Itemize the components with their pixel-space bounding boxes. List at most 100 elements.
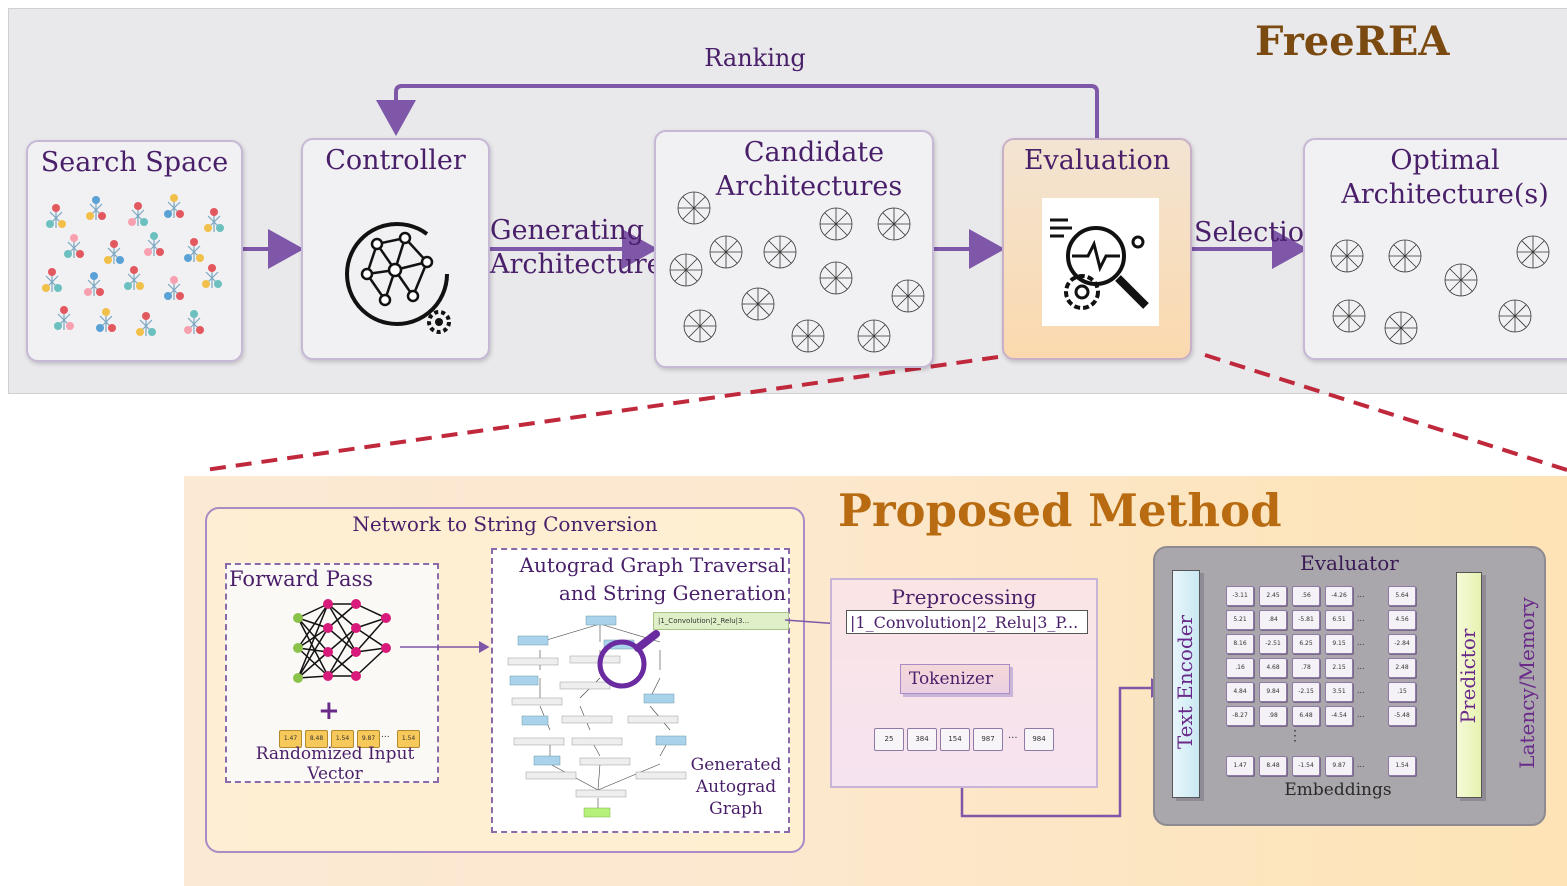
- freerea-title: FreeREA: [1255, 18, 1450, 65]
- vector-cell: 1.47: [279, 730, 302, 748]
- token-cell: 154: [940, 728, 970, 751]
- tokens-to-encoder-arrow: [960, 678, 1169, 818]
- predictor-block: [1456, 572, 1482, 798]
- selection-label: Selection: [1194, 217, 1322, 248]
- autograd-label-line1: Autograd Graph Traversal: [519, 553, 786, 577]
- vector-cell: 8.48: [305, 730, 328, 748]
- predictor-label: Predictor: [1456, 628, 1480, 724]
- ranking-arrow: [376, 84, 1099, 138]
- neural-network-gear-icon: [345, 222, 451, 334]
- candidate-label-line2: Architectures: [715, 171, 903, 202]
- random-vector-label: Randomized Input Vector: [245, 744, 425, 784]
- embedding-cell: 2.48: [1388, 658, 1416, 678]
- embedding-cell: -5.48: [1388, 706, 1416, 726]
- evaluation-label: Evaluation: [1023, 145, 1171, 176]
- text-encoder-label: Text Encoder: [1173, 614, 1197, 750]
- token-cell: 984: [1024, 728, 1054, 751]
- embedding-cell: 9.84: [1259, 682, 1287, 702]
- embedding-ellipsis: ...: [1357, 614, 1365, 623]
- embedding-cell: .78: [1292, 658, 1320, 678]
- evaluation-box: Evaluation: [1002, 138, 1192, 360]
- autograd-label-line2: and String Generation: [558, 581, 786, 605]
- embedding-cell: 6.51: [1325, 610, 1353, 630]
- candidate-architectures-box: Candidate Architectures: [654, 130, 934, 368]
- evaluation-icon: [1042, 198, 1159, 326]
- embedding-cell: 4.68: [1259, 658, 1287, 678]
- embedding-cell: 5.64: [1388, 586, 1416, 606]
- preprocessing-string: |1_Convolution|2_Relu|3_P...: [846, 610, 1088, 634]
- controller-label: Controller: [325, 145, 466, 176]
- embedding-cell: -5.81: [1292, 610, 1320, 630]
- generated-graph-label-line3: Graph: [709, 799, 763, 819]
- token-ellipsis: ...: [1008, 730, 1018, 741]
- token-cell: 25: [874, 728, 904, 751]
- embedding-cell: 8.48: [1259, 756, 1287, 776]
- random-vector-label-line1: Randomized Input: [255, 744, 415, 764]
- optimal-architectures-box: Optimal Architecture(s): [1303, 138, 1567, 360]
- embedding-cell: -1.54: [1292, 756, 1320, 776]
- embedding-cell: 9.15: [1325, 634, 1353, 654]
- zoom-line-right: [1204, 353, 1567, 472]
- tokenizer-box: Tokenizer: [900, 664, 1010, 694]
- optimal-label-line1: Optimal: [1390, 145, 1500, 176]
- embedding-cell: 4.56: [1388, 610, 1416, 630]
- embedding-ellipsis: ...: [1357, 662, 1365, 671]
- search-space-networks-icon: [42, 194, 224, 336]
- embedding-cell: 2.45: [1259, 586, 1287, 606]
- embeddings-label: Embeddings: [1284, 780, 1392, 800]
- embedding-cell: 6.48: [1292, 706, 1320, 726]
- forward-pass-label: Forward Pass: [229, 567, 374, 591]
- embedding-cell: 6.25: [1292, 634, 1320, 654]
- generated-graph-label-line2: Autograd: [695, 777, 777, 797]
- embedding-cell: 8.16: [1226, 634, 1254, 654]
- token-cell: 384: [907, 728, 937, 751]
- embedding-ellipsis: ...: [1357, 760, 1365, 769]
- embedding-ellipsis: ...: [1357, 638, 1365, 647]
- embedding-cell: .56: [1292, 586, 1320, 606]
- generated-graph-label: Generated Autograd Graph: [680, 754, 792, 820]
- embedding-cell: .16: [1226, 658, 1254, 678]
- autograd-label: Autograd Graph Traversal and String Gene…: [494, 551, 786, 607]
- text-encoder-block: [1172, 570, 1200, 798]
- embedding-cell: 1.54: [1388, 756, 1416, 776]
- embedding-ellipsis: ...: [1357, 686, 1365, 695]
- candidate-networks-icon: [669, 191, 925, 353]
- embedding-ellipsis: ...: [1357, 710, 1365, 719]
- autograd-box: [491, 548, 790, 833]
- tokenizer-label: Tokenizer: [908, 669, 994, 689]
- string-snippet: |1_Convolution|2_Relu|3...: [653, 612, 789, 630]
- vector-cell: 1.54: [331, 730, 354, 748]
- proposed-method-title: Proposed Method: [838, 484, 1282, 537]
- neural-network-icon: [293, 599, 391, 683]
- autograd-graph: [507, 615, 687, 818]
- token-row: 25 384 154 987 ... 984: [874, 728, 1064, 752]
- optimal-label-line2: Architecture(s): [1341, 179, 1549, 210]
- embedding-cell: -4.26: [1325, 586, 1353, 606]
- embedding-cell: .84: [1259, 610, 1287, 630]
- embedding-cell: -2.51: [1259, 634, 1287, 654]
- random-vector-label-line2: Vector: [307, 764, 363, 784]
- generating-label-line1: Generating: [490, 215, 645, 246]
- output-label: Latency/Memory: [1515, 597, 1539, 769]
- embedding-cell: .98: [1259, 706, 1287, 726]
- embedding-cell: -4.54: [1325, 706, 1353, 726]
- generated-graph-label-line1: Generated: [690, 755, 782, 775]
- plus-sign: +: [318, 696, 340, 726]
- embedding-cell: -3.11: [1226, 586, 1254, 606]
- embedding-cell: 1.47: [1226, 756, 1254, 776]
- optimal-networks-icon: [1330, 235, 1550, 345]
- search-space-box: Search Space: [26, 140, 243, 362]
- search-space-label: Search Space: [40, 147, 229, 178]
- vector-cell: 1.54: [397, 730, 420, 748]
- embedding-cell: 5.21: [1226, 610, 1254, 630]
- embedding-cell: 2.15: [1325, 658, 1353, 678]
- embedding-ellipsis: ...: [1357, 590, 1365, 599]
- controller-box: Controller: [301, 138, 490, 360]
- embedding-vdots: ⋮: [1288, 728, 1302, 744]
- token-cell: 987: [973, 728, 1003, 751]
- embedding-cell: 4.84: [1226, 682, 1254, 702]
- network-to-string-label: Network to String Conversion: [352, 512, 658, 536]
- preprocessing-label: Preprocessing: [891, 585, 1037, 609]
